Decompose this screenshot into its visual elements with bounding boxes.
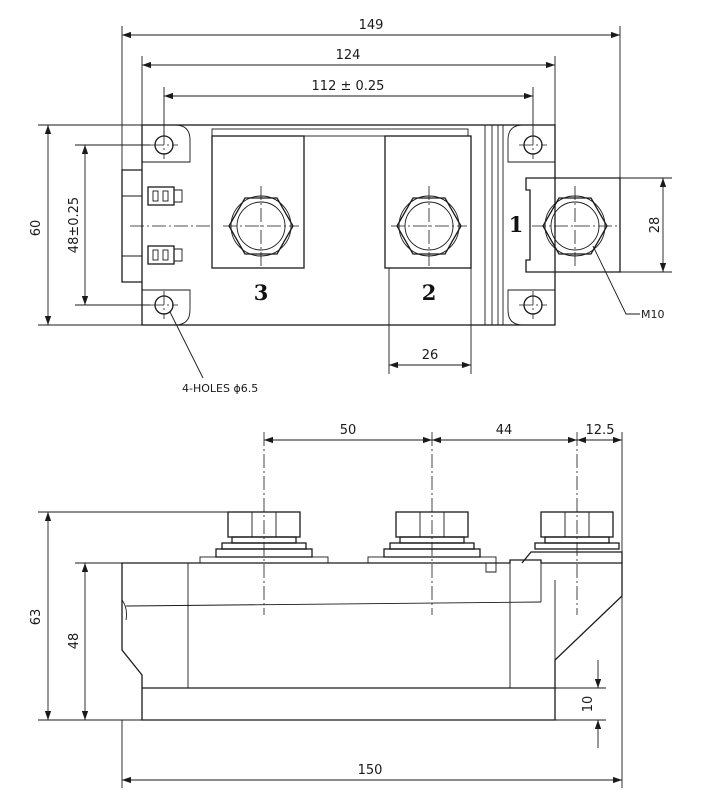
terminal-label-3: 3 (254, 280, 269, 305)
mount-hole-top-left (142, 124, 191, 163)
gate-pin-lower (147, 245, 183, 265)
dim-63: 63 (29, 609, 44, 626)
gate-pin-upper (147, 186, 183, 206)
top-view: 3 2 1 149 124 112 ± 0.25 60 48±0.25 (29, 18, 672, 395)
side-view: 50 44 12.5 63 48 10 150 (29, 423, 623, 788)
top-busbar-strip (211, 128, 469, 137)
dim-48-tol: 48±0.25 (67, 197, 82, 253)
dim-44: 44 (496, 423, 513, 438)
terminal-3 (211, 135, 305, 269)
callout-m10: M10 (641, 308, 665, 321)
dim-28: 28 (648, 217, 663, 234)
terminal-label-1: 1 (509, 212, 524, 237)
terminal-1 (525, 177, 621, 273)
terminal-label-2: 2 (422, 280, 437, 305)
dim-26: 26 (422, 348, 439, 363)
dim-112: 112 ± 0.25 (312, 79, 385, 94)
mount-hole-bottom-right (507, 289, 555, 326)
dim-48: 48 (67, 633, 82, 650)
dim-12-5: 12.5 (586, 423, 615, 438)
side-terminal-1 (521, 511, 623, 564)
mount-hole-top-right (507, 124, 555, 163)
dim-60: 60 (29, 220, 44, 237)
terminal-2 (384, 135, 472, 269)
gate-connector-block (121, 169, 142, 283)
dim-50: 50 (340, 423, 357, 438)
dim-150: 150 (358, 763, 383, 778)
dim-149: 149 (359, 18, 384, 33)
dim-10: 10 (581, 696, 596, 713)
baseplate-outline (141, 124, 556, 326)
dim-124: 124 (336, 48, 361, 63)
mount-hole-bottom-left (142, 289, 191, 326)
callout-4-holes: 4-HOLES ϕ6.5 (182, 382, 258, 395)
side-body-outline (121, 559, 623, 721)
